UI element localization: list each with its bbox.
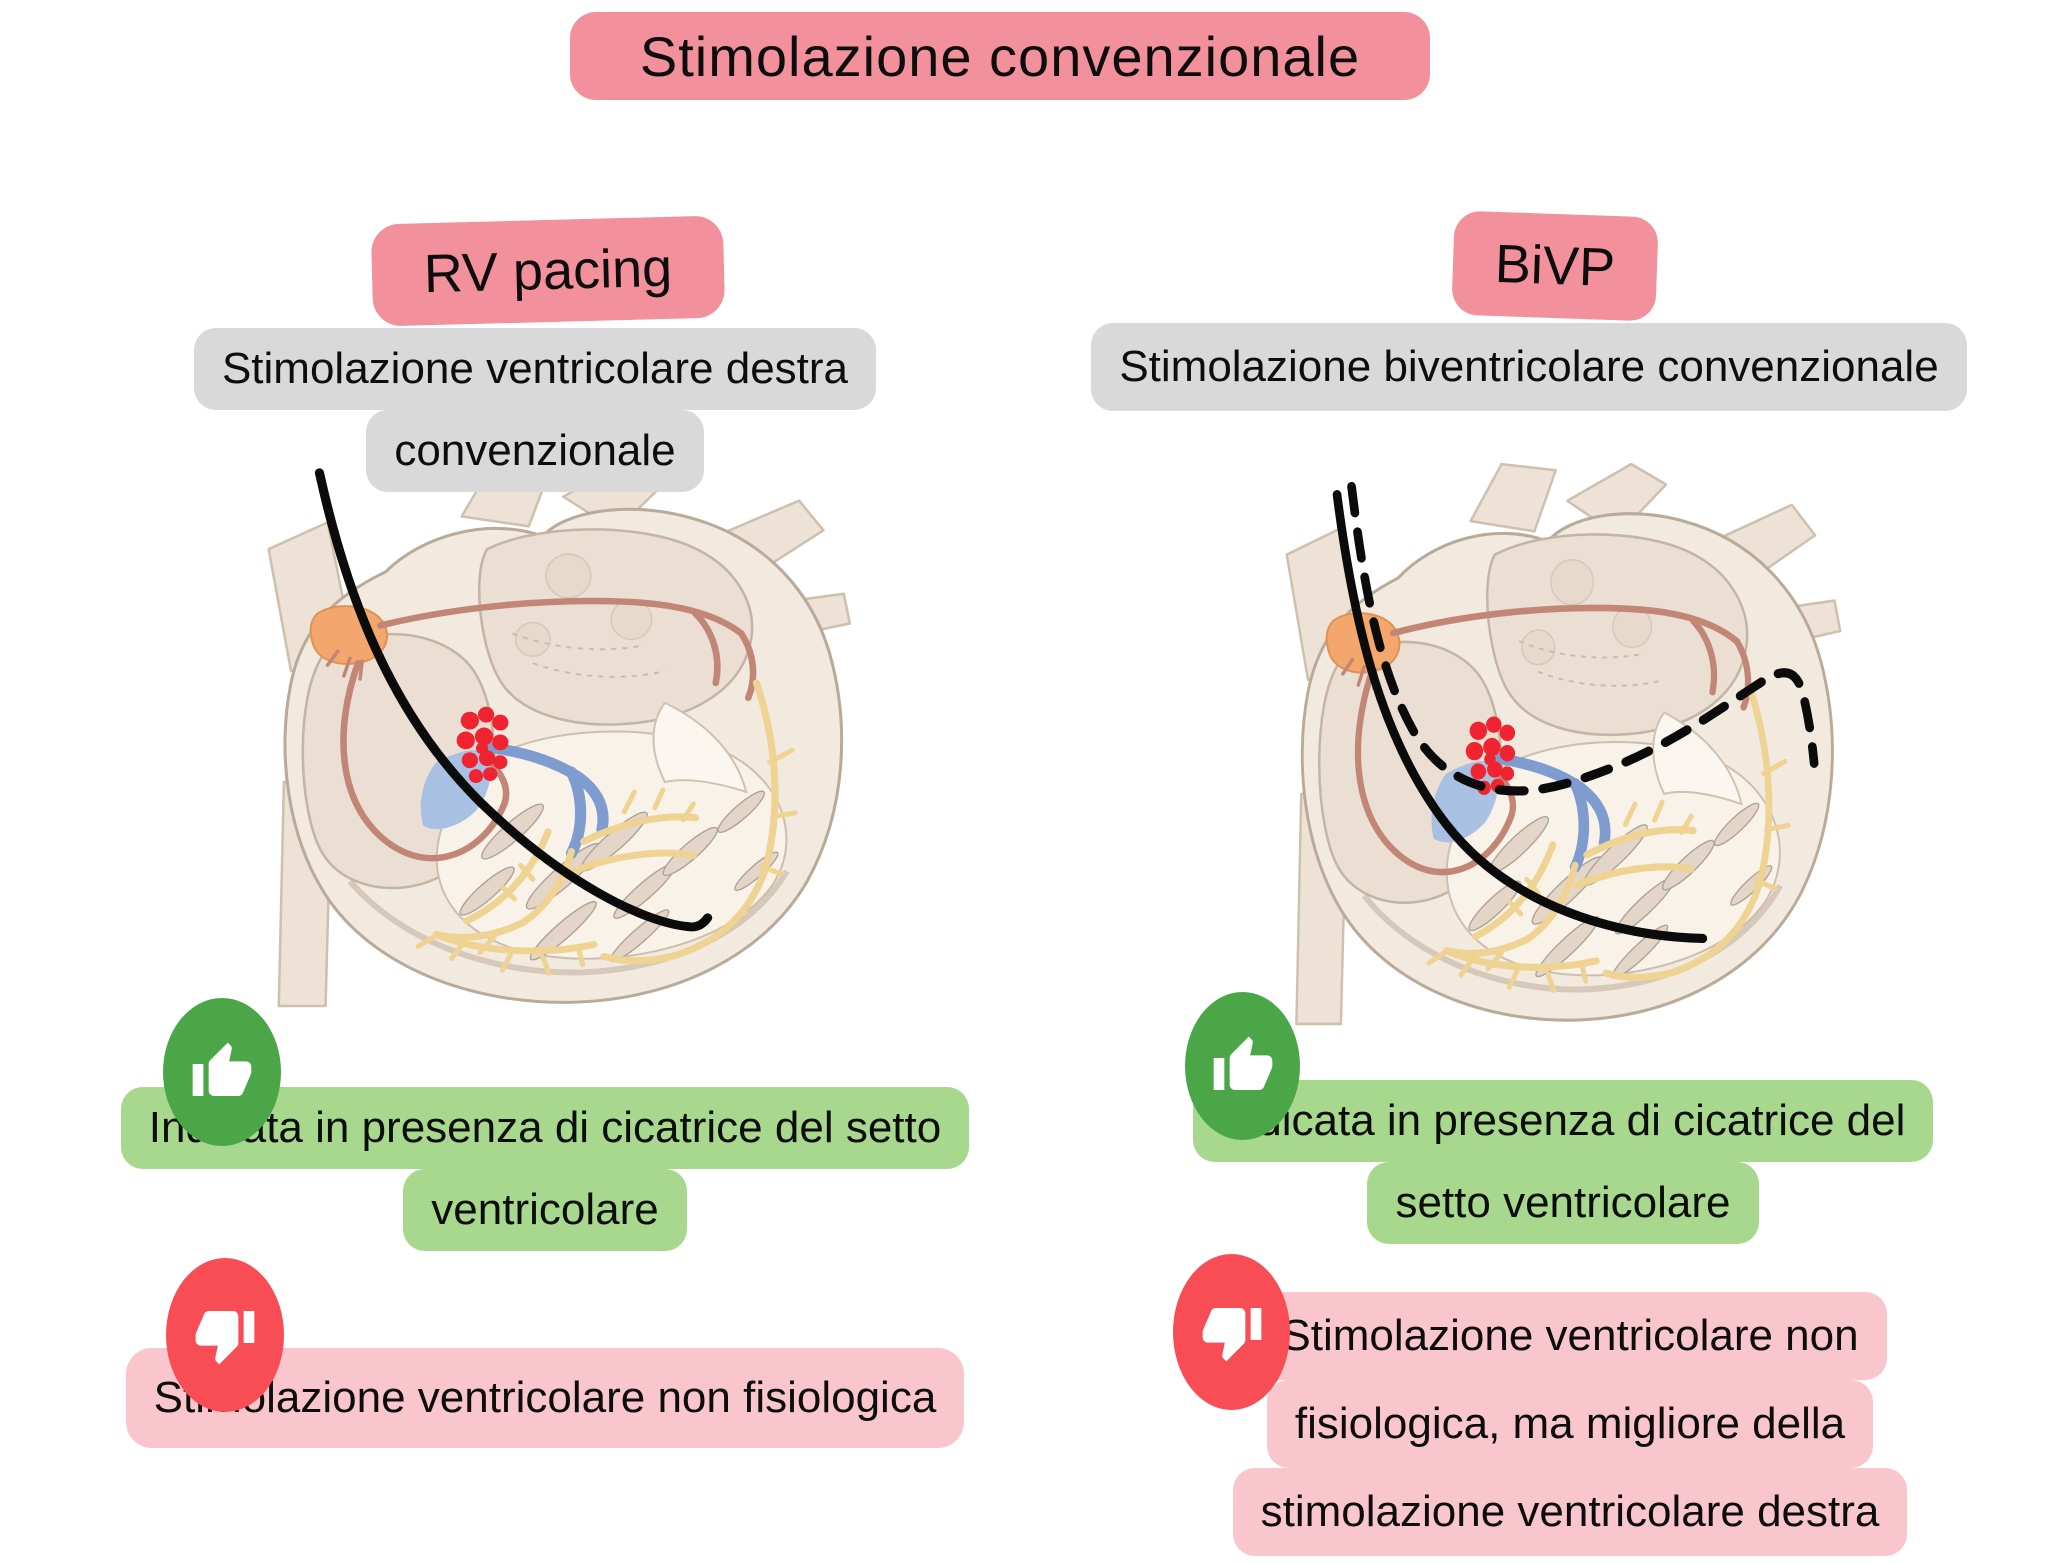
subtitle-right-line1: Stimolazione biventricolare convenzional…	[1091, 323, 1967, 411]
con-right-line3: stimolazione ventricolare destra	[1232, 1468, 1908, 1556]
pro-box-right: Indicata in presenza di cicatrice del se…	[1090, 1080, 2036, 1244]
con-right-line1: Stimolazione ventricolare non	[1253, 1292, 1887, 1380]
thumbs-up-glyph	[192, 1042, 252, 1096]
thumbs-down-icon	[166, 1258, 284, 1412]
lv-lead-path-dashed	[1347, 481, 1819, 796]
pro-left-line1: Indicata in presenza di cicatrice del se…	[120, 1087, 970, 1169]
thumbs-down-glyph	[1202, 1308, 1261, 1362]
page-title: Stimolazione convenzionale	[639, 24, 1361, 88]
subtitle-left-line1: Stimolazione ventricolare destra	[193, 328, 877, 410]
thumbs-up-icon	[163, 998, 281, 1146]
rv-lead-path	[314, 468, 713, 932]
header-bivp-label: BiVP	[1493, 233, 1617, 299]
pro-right-line2: setto ventricolare	[1367, 1162, 1759, 1244]
thumbs-up-glyph	[1213, 1036, 1272, 1090]
pro-box-left: Indicata in presenza di cicatrice del se…	[35, 1087, 1055, 1251]
subtitle-right: Stimolazione biventricolare convenzional…	[995, 323, 2063, 411]
header-bivp: BiVP	[1451, 210, 1659, 322]
left-heart-illustration	[228, 455, 858, 1010]
subtitle-left: Stimolazione ventricolare destra convenz…	[95, 328, 975, 492]
header-rv-pacing: RV pacing	[370, 215, 726, 327]
page-title-box: Stimolazione convenzionale	[570, 12, 1430, 100]
con-box-right: Stimolazione ventricolare non fisiologic…	[1105, 1292, 2035, 1556]
thumbs-down-glyph	[195, 1311, 255, 1365]
pro-right-line1: Indicata in presenza di cicatrice del	[1192, 1080, 1934, 1162]
thumbs-up-icon	[1185, 992, 1300, 1140]
pro-left-line2: ventricolare	[403, 1169, 687, 1251]
subtitle-left-line2: convenzionale	[366, 410, 704, 492]
header-rv-pacing-label: RV pacing	[423, 237, 673, 305]
right-heart-illustration	[1248, 458, 1848, 1028]
con-right-line2: fisiologica, ma migliore della	[1266, 1380, 1874, 1468]
rv-lead-path	[1332, 490, 1708, 944]
thumbs-down-icon	[1173, 1254, 1290, 1410]
